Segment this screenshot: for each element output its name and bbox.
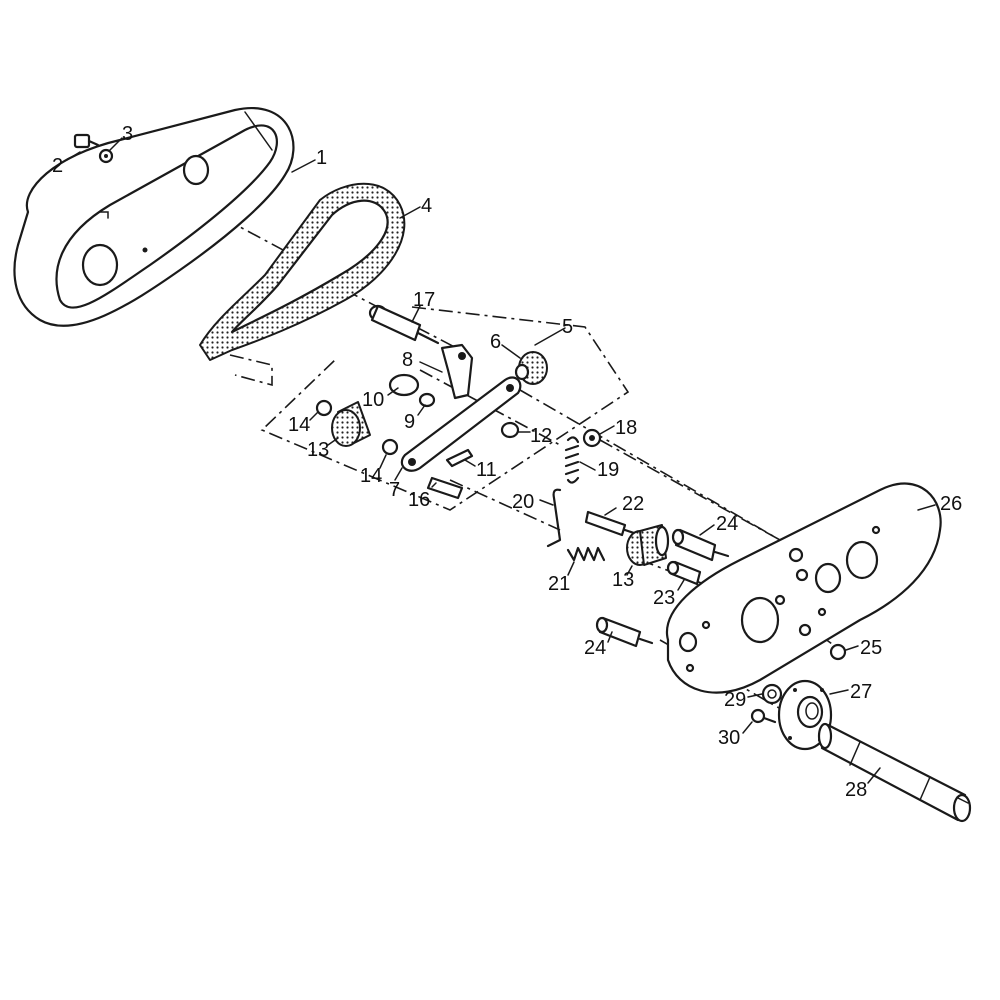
tension-spring bbox=[564, 436, 580, 484]
mounting-plate bbox=[665, 482, 942, 694]
label-part-24-lower: 24 bbox=[584, 637, 606, 659]
label-part-20: 20 bbox=[512, 491, 534, 513]
small-nut bbox=[418, 392, 436, 408]
idler-roller-upper bbox=[331, 401, 371, 447]
label-part-5: 5 bbox=[562, 316, 573, 338]
label-part-10: 10 bbox=[362, 389, 384, 411]
idler-roller-lower bbox=[626, 524, 670, 566]
long-bolt bbox=[368, 304, 440, 345]
washer-18 bbox=[582, 428, 602, 448]
label-part-17: 17 bbox=[413, 289, 435, 311]
hub-screw bbox=[750, 708, 777, 724]
label-part-18: 18 bbox=[615, 417, 637, 439]
label-part-30: 30 bbox=[718, 727, 740, 749]
label-part-3: 3 bbox=[122, 123, 133, 145]
label-part-28: 28 bbox=[845, 779, 867, 801]
nut-upper bbox=[315, 399, 333, 417]
tension-bracket bbox=[440, 343, 474, 400]
label-part-22: 22 bbox=[622, 493, 644, 515]
label-part-21: 21 bbox=[548, 573, 570, 595]
label-part-7: 7 bbox=[389, 479, 400, 501]
compression-spring bbox=[566, 546, 606, 562]
cover-washer bbox=[98, 148, 114, 164]
label-part-1: 1 bbox=[316, 147, 327, 169]
spacer-lower bbox=[595, 616, 654, 648]
label-part-13-lower: 13 bbox=[612, 569, 634, 591]
hub-flange bbox=[777, 679, 833, 751]
nut-lower bbox=[381, 438, 399, 456]
label-part-11: 11 bbox=[476, 459, 497, 481]
washer-25 bbox=[829, 643, 847, 661]
cover-screw bbox=[73, 133, 100, 149]
label-part-24-upper: 24 bbox=[716, 513, 738, 535]
label-part-9: 9 bbox=[404, 411, 415, 433]
arm-nut bbox=[500, 421, 520, 439]
o-ring bbox=[388, 373, 420, 397]
label-part-29: 29 bbox=[724, 689, 746, 711]
label-part-25: 25 bbox=[860, 637, 882, 659]
arm-bolt bbox=[445, 448, 474, 468]
idler-roller-small bbox=[514, 351, 548, 385]
drive-shaft bbox=[817, 722, 972, 823]
label-part-23: 23 bbox=[653, 587, 675, 609]
belt-cover bbox=[13, 107, 295, 327]
tension-arm bbox=[400, 376, 522, 472]
label-part-14-lower: 14 bbox=[360, 465, 382, 487]
pivot-bolt bbox=[426, 476, 464, 500]
hook-rod bbox=[546, 488, 562, 548]
spacer-23 bbox=[666, 560, 702, 586]
bolt-22 bbox=[584, 510, 642, 537]
assembly-5-boundary bbox=[229, 306, 630, 511]
spacer-upper bbox=[671, 528, 730, 562]
label-part-12: 12 bbox=[530, 425, 552, 447]
washer-29 bbox=[761, 683, 783, 705]
drive-belt bbox=[199, 182, 406, 361]
label-part-8: 8 bbox=[402, 349, 413, 371]
leader-lines bbox=[66, 137, 936, 784]
part-number-labels: 1 2 3 4 5 6 7 8 9 10 11 12 13 13 14 14 1… bbox=[52, 123, 962, 801]
label-part-27: 27 bbox=[850, 681, 872, 703]
label-part-19: 19 bbox=[597, 459, 619, 481]
label-part-2: 2 bbox=[52, 155, 63, 177]
label-part-13-upper: 13 bbox=[307, 439, 329, 461]
label-part-26: 26 bbox=[940, 493, 962, 515]
label-part-4: 4 bbox=[421, 195, 432, 217]
label-part-16: 16 bbox=[408, 489, 430, 511]
label-part-6: 6 bbox=[490, 331, 501, 353]
label-part-14-upper: 14 bbox=[288, 414, 310, 436]
